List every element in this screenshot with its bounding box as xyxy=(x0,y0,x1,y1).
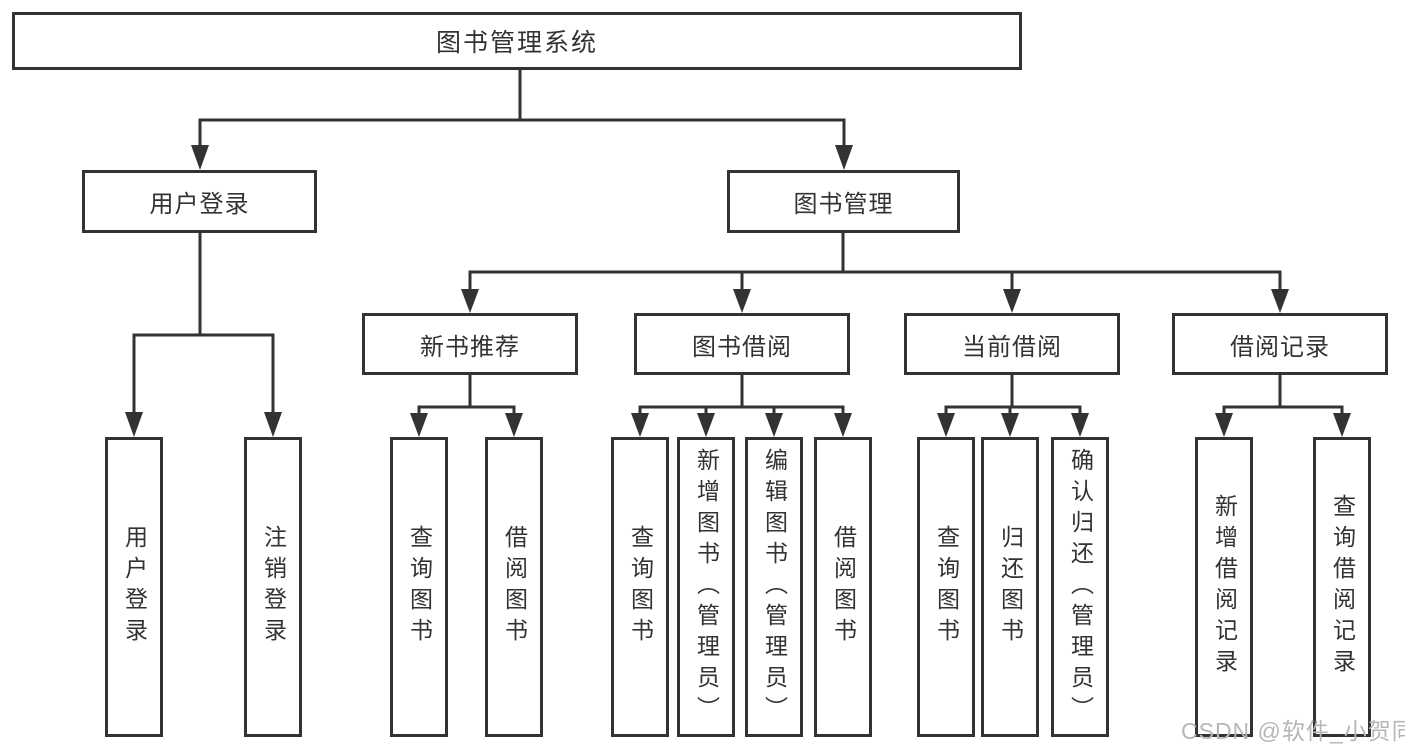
node-current-borrow: 当前借阅 xyxy=(904,313,1120,375)
leaf-label: 借阅图书 xyxy=(501,525,528,649)
leaf-confirm-return-admin: 确认归还（管理员） xyxy=(1051,437,1109,737)
leaf-add-borrow-record: 新增借阅记录 xyxy=(1195,437,1253,737)
leaf-label: 归还图书 xyxy=(997,525,1024,649)
node-label: 图书管理 xyxy=(793,191,894,218)
node-label: 用户登录 xyxy=(149,191,250,218)
leaf-query-borrow-record: 查询借阅记录 xyxy=(1313,437,1371,737)
leaf-user-login: 用户登录 xyxy=(105,437,163,737)
leaf-label: 查询图书 xyxy=(933,525,960,649)
node-label: 新书推荐 xyxy=(420,333,520,361)
leaf-borrow-books-borrow: 借阅图书 xyxy=(814,437,872,737)
node-label: 当前借阅 xyxy=(962,333,1062,361)
node-book-management: 图书管理 xyxy=(727,170,960,233)
node-new-book-recommend: 新书推荐 xyxy=(362,313,578,375)
node-label: 借阅记录 xyxy=(1230,333,1330,361)
leaf-query-books-borrow: 查询图书 xyxy=(611,437,669,737)
edges-root xyxy=(191,70,853,170)
node-user-login: 用户登录 xyxy=(82,170,317,233)
leaf-edit-books-admin: 编辑图书（管理员） xyxy=(745,437,803,737)
edges-book-management xyxy=(461,233,1289,313)
leaf-return-books: 归还图书 xyxy=(981,437,1039,737)
edges-borrow-records xyxy=(1215,375,1351,437)
leaf-label: 用户登录 xyxy=(121,525,148,649)
leaf-label: 确认归还（管理员） xyxy=(1067,447,1094,727)
edges-current-borrow xyxy=(937,375,1089,437)
edges-user-login xyxy=(125,233,282,437)
leaf-label: 查询图书 xyxy=(406,525,433,649)
node-book-management-system: 图书管理系统 xyxy=(12,12,1022,70)
leaf-label: 新增借阅记录 xyxy=(1211,494,1238,680)
leaf-label: 注销登录 xyxy=(260,525,287,649)
leaf-label: 编辑图书（管理员） xyxy=(761,447,788,727)
leaf-label: 查询图书 xyxy=(627,525,654,649)
node-borrow-records: 借阅记录 xyxy=(1172,313,1388,375)
leaf-add-books-admin: 新增图书（管理员） xyxy=(677,437,735,737)
leaf-label: 查询借阅记录 xyxy=(1329,494,1356,680)
leaf-logout: 注销登录 xyxy=(244,437,302,737)
leaf-borrow-books-recommend: 借阅图书 xyxy=(485,437,543,737)
leaf-label: 借阅图书 xyxy=(830,525,857,649)
node-label: 图书管理系统 xyxy=(435,29,598,57)
node-label: 图书借阅 xyxy=(692,333,792,361)
edges-new-book-recommend xyxy=(410,375,523,437)
leaf-query-books-recommend: 查询图书 xyxy=(390,437,448,737)
csdn-watermark: CSDN @软件_小贺同学 xyxy=(1181,718,1405,744)
edges-book-borrow xyxy=(631,375,852,437)
leaf-label: 新增图书（管理员） xyxy=(693,447,720,727)
leaf-query-books-current: 查询图书 xyxy=(917,437,975,737)
node-book-borrow: 图书借阅 xyxy=(634,313,850,375)
